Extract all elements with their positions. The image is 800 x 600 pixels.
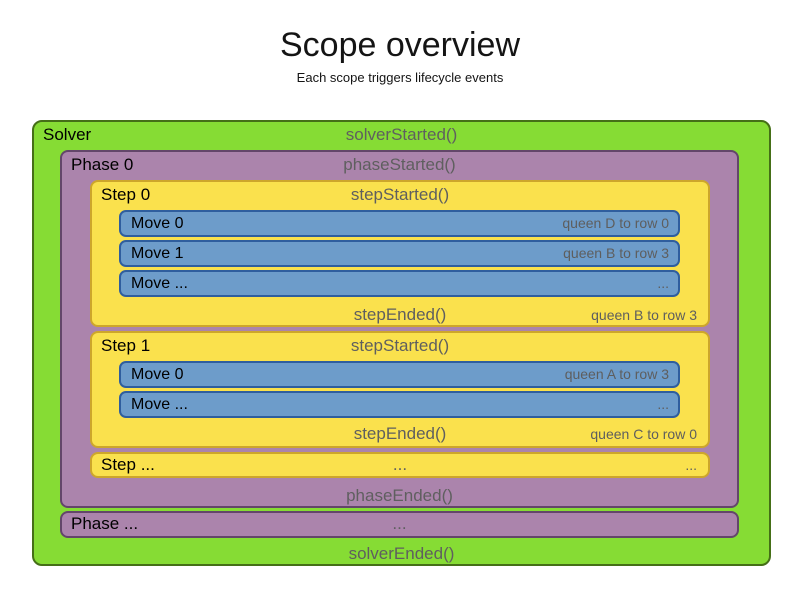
phase0-ended-event: phaseEnded() xyxy=(346,486,453,505)
solver-label: Solver xyxy=(43,125,92,144)
move-annotation: ... xyxy=(657,275,669,291)
step0-label: Step 0 xyxy=(101,185,151,204)
phase-more-center-dots: ... xyxy=(392,514,407,533)
phase0-scope-box: Phase 0 phaseStarted() Step 0 stepStarte… xyxy=(60,150,739,508)
step-more-right-dots: ... xyxy=(685,457,697,473)
move-label: Move 0 xyxy=(131,215,184,232)
phase0-footer: phaseEnded() xyxy=(62,484,737,508)
step1-footer: stepEnded() queen C to row 0 xyxy=(92,422,708,446)
step-more-header: Step ... ... ... xyxy=(92,454,708,478)
move-box: Move ... ... xyxy=(119,391,680,418)
step0-scope-box: Step 0 stepStarted() Move 0 queen D to r… xyxy=(90,180,710,327)
move-box: Move 0 queen A to row 3 xyxy=(119,361,680,388)
step1-started-event: stepStarted() xyxy=(350,336,450,355)
move-label: Move 0 xyxy=(131,366,184,383)
step1-label: Step 1 xyxy=(101,336,151,355)
step0-started-event: stepStarted() xyxy=(350,185,450,204)
solver-header: Solver solverStarted() xyxy=(34,123,769,147)
phase-more-header: Phase ... ... xyxy=(62,513,737,537)
step0-ended-event: stepEnded() xyxy=(353,305,447,324)
solver-started-event: solverStarted() xyxy=(345,125,458,144)
phase-more-scope-box: Phase ... ... xyxy=(60,511,739,538)
step0-footer: stepEnded() queen B to row 3 xyxy=(92,303,708,327)
step1-ended-event: stepEnded() xyxy=(353,424,447,443)
solver-footer: solverEnded() xyxy=(34,542,769,566)
step1-moves: Move 0 queen A to row 3 Move ... ... xyxy=(119,361,680,421)
page-title: Scope overview xyxy=(279,26,520,64)
move-box: Move ... ... xyxy=(119,270,680,297)
move-label: Move 1 xyxy=(131,245,184,262)
move-box: Move 1 queen B to row 3 xyxy=(119,240,680,267)
step1-scope-box: Step 1 stepStarted() Move 0 queen A to r… xyxy=(90,331,710,448)
move-annotation: queen D to row 0 xyxy=(562,215,669,231)
step0-header: Step 0 stepStarted() xyxy=(92,183,708,207)
move-annotation: queen B to row 3 xyxy=(563,245,669,261)
step1-ended-annotation: queen C to row 0 xyxy=(590,426,697,442)
step1-header: Step 1 stepStarted() xyxy=(92,334,708,358)
step-more-scope-box: Step ... ... ... xyxy=(90,452,710,478)
phase0-header: Phase 0 phaseStarted() xyxy=(62,153,737,177)
step-more-center-dots: ... xyxy=(392,455,408,474)
phase0-started-event: phaseStarted() xyxy=(343,155,456,174)
page-subtitle: Each scope triggers lifecycle events xyxy=(296,70,504,85)
move-annotation: ... xyxy=(657,396,669,412)
move-annotation: queen A to row 3 xyxy=(564,366,669,382)
move-label: Move ... xyxy=(131,396,188,413)
step-more-label: Step ... xyxy=(101,455,155,474)
solver-ended-event: solverEnded() xyxy=(348,544,455,563)
phase0-label: Phase 0 xyxy=(71,155,134,174)
move-label: Move ... xyxy=(131,275,188,292)
phase-more-label: Phase ... xyxy=(71,514,139,533)
step0-moves: Move 0 queen D to row 0 Move 1 queen B t… xyxy=(119,210,680,300)
move-box: Move 0 queen D to row 0 xyxy=(119,210,680,237)
step0-ended-annotation: queen B to row 3 xyxy=(591,307,697,323)
solver-scope-box: Solver solverStarted() Phase 0 phaseStar… xyxy=(32,120,771,566)
